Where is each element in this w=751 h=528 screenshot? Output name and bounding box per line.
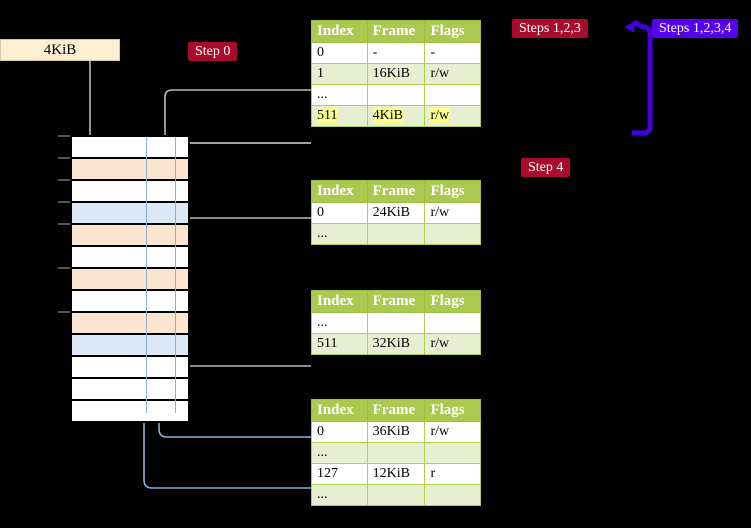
page-table-cell-frame: 24KiB: [366, 202, 426, 224]
page-table-header-frame: Frame: [366, 290, 426, 313]
page-table-cell-index: ...: [311, 84, 368, 106]
page-table-cell-index: ...: [311, 442, 368, 464]
badge-step-4: Step 4: [521, 158, 571, 177]
page-table-cell-frame: [366, 312, 426, 334]
memory-row-6: [72, 269, 188, 291]
page-table-row: ...: [311, 442, 481, 464]
page-table-cell-frame: [366, 442, 426, 464]
page-table-cell-frame: 4KiB: [366, 105, 426, 127]
page-table-row: ...: [311, 484, 481, 506]
page-table-cell-frame: 12KiB: [366, 463, 426, 485]
page-table-cell-flags: [424, 223, 481, 245]
page-table-cell-flags: [424, 312, 481, 334]
memory-row-4: [72, 225, 188, 247]
memory-tick-6: [58, 311, 70, 313]
page-table-header-index: Index: [311, 180, 368, 203]
memory-tick-4: [58, 223, 70, 225]
size-label-4kib: 4KiB: [0, 39, 120, 61]
page-table-cell-index: ...: [311, 223, 368, 245]
page-table-cell-flags: [424, 84, 481, 106]
page-table-cell-index: 511: [311, 333, 368, 355]
page-table-cell-frame: 32KiB: [366, 333, 426, 355]
page-table-header-index: Index: [311, 290, 368, 313]
page-table-cell-frame: -: [366, 42, 426, 64]
page-table-cell-flags: [424, 442, 481, 464]
highlighted-value: 4KiB: [372, 108, 403, 123]
memory-row-2: [72, 181, 188, 203]
page-table-header-frame: Frame: [366, 399, 426, 422]
memory-row-11: [72, 379, 188, 401]
page-table-cell-flags: r/w: [424, 105, 481, 127]
page-table-cell-flags: r/w: [424, 333, 481, 355]
page-table-cell-frame: [366, 223, 426, 245]
memory-row-8: [72, 313, 188, 335]
memory-row-10: [72, 357, 188, 379]
page-table-header-flags: Flags: [424, 399, 481, 422]
memory-row-12: [72, 401, 188, 423]
page-table-cell-frame: [366, 84, 426, 106]
page-table-cell-index: ...: [311, 312, 368, 334]
memory-row-5: [72, 247, 188, 269]
page-table-header-flags: Flags: [424, 290, 481, 313]
page-table-cell-flags: -: [424, 42, 481, 64]
page-table-cell-flags: r/w: [424, 63, 481, 85]
memory-row-0: [72, 137, 188, 159]
memory-row-7: [72, 291, 188, 313]
memory-row-9: [72, 335, 188, 357]
badge-steps-123: Steps 1,2,3: [512, 19, 588, 38]
page-table-cell-flags: r: [424, 463, 481, 485]
badge-step-0: Step 0: [188, 42, 238, 61]
page-table-cell-flags: [424, 484, 481, 506]
page-table-header-flags: Flags: [424, 180, 481, 203]
page-table-row: ...: [311, 223, 481, 245]
memory-tick-3: [58, 201, 70, 203]
page-table-cell-index: 1: [311, 63, 368, 85]
page-table-cell-index: 0: [311, 42, 368, 64]
page-table-row: ...: [311, 312, 481, 334]
page-table-header-index: Index: [311, 399, 368, 422]
page-table-row: 511 4KiB r/w: [311, 105, 481, 127]
memory-row-3: [72, 203, 188, 225]
page-table-header-index: Index: [311, 20, 368, 43]
page-table-header-frame: Frame: [366, 180, 426, 203]
page-table-row: ...: [311, 84, 481, 106]
page-table-header-frame: Frame: [366, 20, 426, 43]
page-table-cell-index: 511: [311, 105, 368, 127]
page-table-cell-frame: 16KiB: [366, 63, 426, 85]
physical-memory-grid: [70, 135, 190, 423]
memory-tick-1: [58, 157, 70, 159]
page-table-cell-index: 127: [311, 463, 368, 485]
memory-grid-divider-1: [175, 137, 176, 413]
highlighted-value: r/w: [430, 108, 450, 123]
memory-grid-divider-0: [146, 137, 147, 413]
page-table-cell-frame: 36KiB: [366, 421, 426, 443]
page-table-cell-index: 0: [311, 202, 368, 224]
badge-steps-1234: Steps 1,2,3,4: [652, 19, 739, 38]
memory-row-1: [72, 159, 188, 181]
page-table-cell-index: ...: [311, 484, 368, 506]
page-table-cell-flags: r/w: [424, 421, 481, 443]
memory-tick-2: [58, 179, 70, 181]
page-table-cell-flags: r/w: [424, 202, 481, 224]
page-table-cell-index: 0: [311, 421, 368, 443]
highlighted-value: 511: [317, 108, 338, 123]
memory-tick-5: [58, 267, 70, 269]
page-table-row: 0--: [311, 42, 481, 64]
page-table-cell-frame: [366, 484, 426, 506]
memory-tick-0: [58, 135, 70, 137]
page-table-header-flags: Flags: [424, 20, 481, 43]
